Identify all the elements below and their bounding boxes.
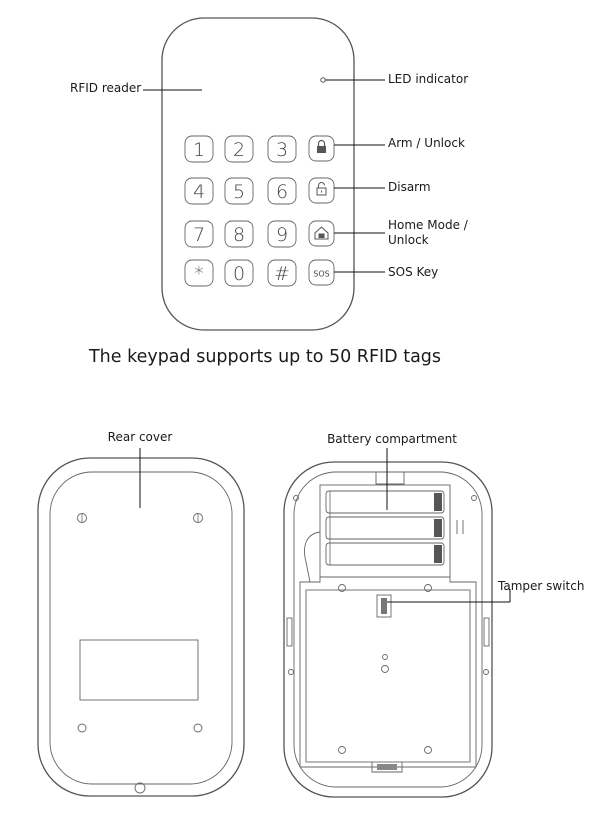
side-clip-left xyxy=(286,617,293,647)
key-hash[interactable]: # xyxy=(267,259,297,287)
center-hole-2 xyxy=(381,665,389,673)
key-4[interactable]: 4 xyxy=(184,177,214,205)
keypad-keys: 1 2 3 4 5 6 7 8 9 * 0 # xyxy=(184,135,297,287)
arm-unlock-label: Arm / Unlock xyxy=(388,136,465,150)
rear-cover-outline xyxy=(37,457,245,797)
screw-hole-4 xyxy=(424,746,432,754)
home-mode-key[interactable] xyxy=(308,220,335,247)
key-label: 0 xyxy=(233,263,245,285)
key-2[interactable]: 2 xyxy=(224,135,254,163)
key-label: 6 xyxy=(276,181,288,203)
screw-hole-3 xyxy=(338,746,346,754)
caption: The keypad supports up to 50 RFID tags xyxy=(88,347,441,367)
rear-cover-label: Rear cover xyxy=(108,430,173,444)
battery-cell-1 xyxy=(325,490,445,514)
wire xyxy=(304,531,321,583)
key-7[interactable]: 7 xyxy=(184,220,214,248)
rear-screw-tr xyxy=(193,513,203,523)
sos-key[interactable]: SOS xyxy=(308,259,335,286)
battery-cell-2 xyxy=(325,516,445,540)
screw-hole-1 xyxy=(338,584,346,592)
battery-terminal-2 xyxy=(434,519,442,537)
rear-hole-bl xyxy=(77,723,87,733)
battery-terminal-3 xyxy=(434,545,442,563)
key-6[interactable]: 6 xyxy=(267,177,297,205)
key-star[interactable]: * xyxy=(184,259,214,287)
rear-screw-tl xyxy=(77,513,87,523)
disarm-label: Disarm xyxy=(388,180,431,194)
key-5[interactable]: 5 xyxy=(224,177,254,205)
key-label: 4 xyxy=(193,181,205,203)
lock-icon xyxy=(317,139,326,153)
rfid-reader-label: RFID reader xyxy=(70,81,141,95)
home-mode-label-line1: Home Mode / xyxy=(388,218,469,232)
keypad-front-view: 1 2 3 4 5 6 7 8 9 * 0 # SOS xyxy=(70,17,469,367)
home-icon xyxy=(314,226,329,240)
rear-cover-inner xyxy=(49,471,233,785)
key-3[interactable]: 3 xyxy=(267,135,297,163)
led-indicator-label: LED indicator xyxy=(388,72,468,86)
key-8[interactable]: 8 xyxy=(224,220,254,248)
key-0[interactable]: 0 xyxy=(224,259,254,287)
center-hole-1 xyxy=(382,654,388,660)
key-label: 8 xyxy=(233,224,245,246)
mounting-plate xyxy=(299,576,477,768)
arm-unlock-key[interactable] xyxy=(308,135,335,162)
tamper-switch-label: Tamper switch xyxy=(497,579,584,593)
battery-terminal-1 xyxy=(434,493,442,511)
inside-view: Battery compartment Tamper switch xyxy=(283,432,584,798)
mounting-plate-inner xyxy=(305,589,471,763)
key-label: 2 xyxy=(233,139,245,161)
rear-cover-view: Rear cover xyxy=(37,430,245,797)
led-indicator-dot xyxy=(320,77,326,83)
key-1[interactable]: 1 xyxy=(184,135,214,163)
inside-body-outline xyxy=(283,461,493,798)
battery-frame xyxy=(319,484,451,578)
rear-hole-br xyxy=(193,723,203,733)
screw-hole-2 xyxy=(424,584,432,592)
side-pin-left xyxy=(288,669,294,675)
key-label: 1 xyxy=(193,139,205,161)
tamper-switch xyxy=(376,594,392,618)
bottom-latch xyxy=(371,762,403,773)
top-clip xyxy=(375,472,405,485)
inside-body-inner xyxy=(293,471,483,788)
inside-pin-tr xyxy=(471,495,477,501)
sos-key-text: SOS xyxy=(313,270,329,279)
side-pin-right xyxy=(483,669,489,675)
rear-label-area xyxy=(79,639,199,701)
side-clip-right xyxy=(483,617,490,647)
keypad-body-outline xyxy=(161,17,355,331)
unlock-icon xyxy=(316,182,327,196)
battery-compartment-label: Battery compartment xyxy=(327,432,457,446)
key-label: 7 xyxy=(193,224,205,246)
battery-cell-3 xyxy=(325,542,445,566)
key-label: 3 xyxy=(276,139,288,161)
bottom-latch-tab xyxy=(377,764,397,770)
tamper-switch-button xyxy=(381,598,387,614)
battery-compartment xyxy=(319,484,451,578)
key-label: * xyxy=(194,263,204,285)
key-label: 5 xyxy=(233,181,245,203)
disarm-key[interactable] xyxy=(308,177,335,204)
home-mode-label-line2: Unlock xyxy=(388,233,429,247)
key-9[interactable]: 9 xyxy=(267,220,297,248)
key-label: # xyxy=(274,263,290,285)
sos-key-label: SOS Key xyxy=(388,265,438,279)
rear-bottom-hole xyxy=(134,782,146,794)
key-label: 9 xyxy=(276,224,288,246)
inside-pin-tl xyxy=(293,495,299,501)
